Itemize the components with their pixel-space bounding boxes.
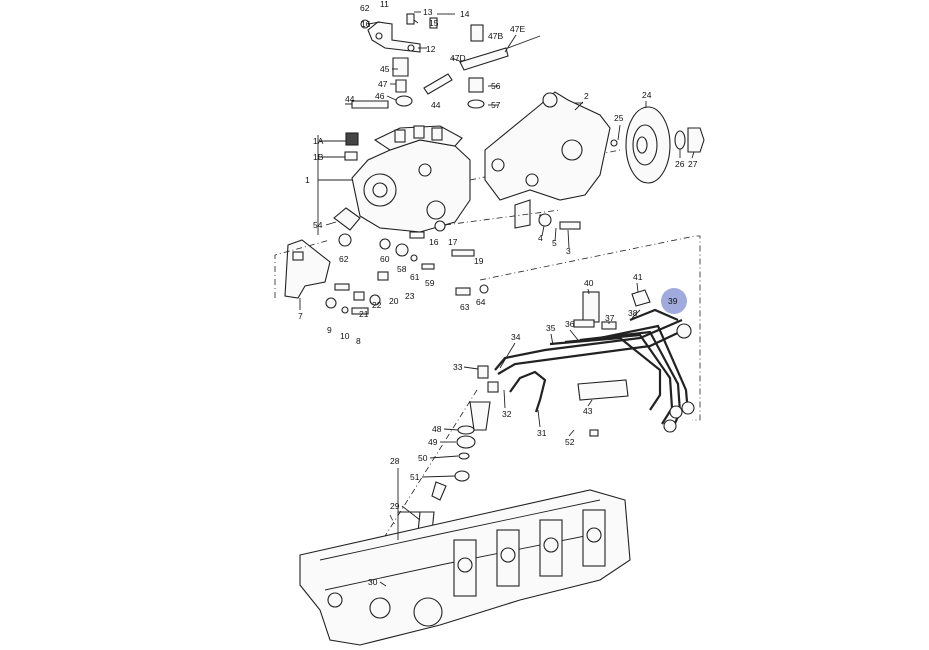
label-4: 4 [538, 233, 543, 243]
label-7: 7 [298, 311, 303, 321]
label-14: 14 [460, 9, 470, 19]
label-44a: 44 [345, 94, 355, 104]
label-62: 62 [360, 3, 370, 13]
injection-pump [317, 125, 621, 247]
label-61: 61 [410, 272, 420, 282]
label-57: 57 [491, 100, 501, 110]
label-47: 47 [378, 79, 388, 89]
label-26: 26 [675, 159, 685, 169]
throttle-linkage [345, 24, 541, 109]
label-21: 21 [359, 309, 369, 319]
label-56: 56 [491, 81, 501, 91]
label-31: 31 [537, 428, 547, 438]
label-17: 17 [448, 237, 458, 247]
upper-bracket-assembly [360, 11, 449, 53]
label-16b: 16 [429, 237, 439, 247]
pump-mounting-bracket [484, 91, 611, 229]
injection-pump-sprocket [610, 106, 705, 184]
label-64: 64 [476, 297, 486, 307]
label-1A: 1A [313, 136, 324, 146]
label-47E: 47E [510, 24, 525, 34]
label-27: 27 [688, 159, 698, 169]
rear-support-bracket [284, 213, 581, 315]
label-1: 1 [305, 175, 310, 185]
label-36: 36 [565, 319, 575, 329]
label-25: 25 [614, 113, 624, 123]
label-50: 50 [418, 453, 428, 463]
label-60: 60 [380, 254, 390, 264]
label-28: 28 [390, 456, 400, 466]
label-38: 38 [628, 308, 638, 318]
label-13: 13 [423, 7, 433, 17]
label-39: 39 [668, 296, 678, 306]
label-8: 8 [356, 336, 361, 346]
label-16: 16 [361, 19, 371, 29]
label-59: 59 [425, 278, 435, 288]
label-22: 22 [372, 300, 382, 310]
label-34: 34 [511, 332, 521, 342]
label-30: 30 [368, 577, 378, 587]
label-40: 40 [584, 278, 594, 288]
highlight-marker [661, 288, 687, 314]
label-51: 51 [410, 472, 420, 482]
label-1B: 1B [313, 152, 324, 162]
label-2: 2 [584, 91, 589, 101]
label-49: 49 [428, 437, 438, 447]
label-32: 32 [502, 409, 512, 419]
label-3: 3 [566, 246, 571, 256]
label-9: 9 [327, 325, 332, 335]
label-45: 45 [380, 64, 390, 74]
label-47D: 47D [450, 53, 466, 63]
label-15: 15 [429, 18, 439, 28]
leader-lines [320, 13, 695, 587]
label-35: 35 [546, 323, 556, 333]
label-44b: 44 [431, 100, 441, 110]
label-37: 37 [605, 313, 615, 323]
label-19: 19 [474, 256, 484, 266]
part-labels: 62 11 13 14 15 16 12 47E 47B 47D 45 47 4… [298, 0, 698, 587]
label-20: 20 [389, 296, 399, 306]
label-23: 23 [405, 291, 415, 301]
label-48: 48 [432, 424, 442, 434]
label-52: 52 [565, 437, 575, 447]
label-63: 63 [460, 302, 470, 312]
label-62b: 62 [339, 254, 349, 264]
label-11: 11 [380, 0, 389, 9]
label-5: 5 [552, 238, 557, 248]
label-41: 41 [633, 272, 643, 282]
label-47B: 47B [488, 31, 503, 41]
label-46: 46 [375, 91, 385, 101]
label-54: 54 [313, 220, 323, 230]
label-29: 29 [390, 501, 400, 511]
label-33: 33 [453, 362, 463, 372]
label-58: 58 [397, 264, 407, 274]
label-24: 24 [642, 90, 652, 100]
label-10: 10 [340, 331, 350, 341]
injector-pipes [477, 289, 695, 437]
label-12: 12 [426, 44, 436, 54]
label-43: 43 [583, 406, 593, 416]
cylinder-head [299, 489, 631, 646]
